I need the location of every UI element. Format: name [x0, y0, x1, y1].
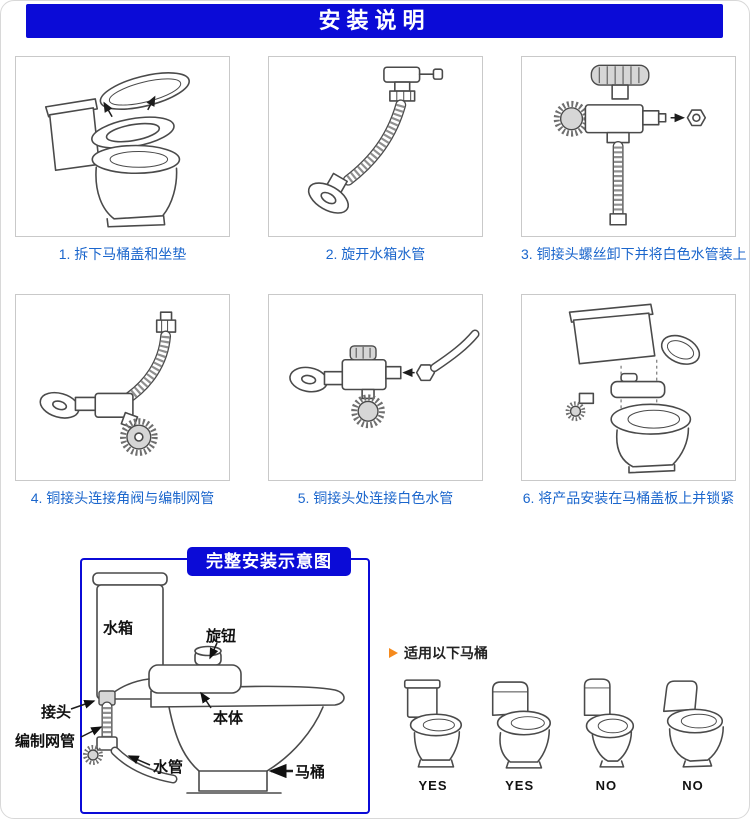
compatibility-header: 适用以下马桶	[389, 643, 488, 663]
diagram-title: 完整安装示意图	[206, 552, 332, 571]
label-connector: 接头	[41, 704, 72, 721]
step-3: 3. 铜接头螺丝卸下并将白色水管装上	[521, 56, 747, 264]
compatibility-section: 适用以下马桶 YES	[383, 637, 743, 815]
step-2-illustration	[268, 56, 483, 237]
tank-hose-valve-drawing	[307, 66, 444, 214]
compat-verdict: NO	[595, 778, 618, 793]
step-4-caption: 4. 铜接头连接角阀与编制网管	[30, 490, 215, 506]
step-5: 5. 铜接头处连接白色水管	[268, 294, 483, 508]
page-title: 安装说明	[318, 8, 431, 33]
step-5-caption: 5. 铜接头处连接白色水管	[297, 490, 454, 506]
toilet-type-1: YES	[391, 673, 475, 793]
step-4-illustration	[15, 294, 230, 481]
step-6: 6. 将产品安装在马桶盖板上并锁紧	[521, 294, 736, 508]
toilet-type-list: YES YES	[383, 673, 743, 793]
label-braided-hose: 编制网管	[15, 733, 76, 750]
compat-verdict: NO	[682, 778, 704, 793]
step-3-illustration	[521, 56, 736, 237]
diagram-title-banner: 完整安装示意图	[187, 547, 351, 576]
page-title-banner: 安装说明	[26, 4, 723, 38]
step-3-caption: 3. 铜接头螺丝卸下并将白色水管装上	[521, 246, 747, 262]
label-knob: 旋钮	[206, 628, 237, 645]
step-5-illustration	[268, 294, 483, 481]
step-2: 2. 旋开水箱水管	[268, 56, 483, 264]
arrow-bullet-icon	[389, 648, 398, 658]
label-water-tank: 水箱	[103, 620, 134, 637]
step-6-caption: 6. 将产品安装在马桶盖板上并锁紧	[522, 490, 735, 506]
compatibility-title: 适用以下马桶	[404, 645, 488, 661]
toilet-icon	[491, 681, 551, 769]
label-water-pipe: 水管	[153, 759, 184, 776]
installation-diagram-drawing	[70, 558, 370, 814]
toilet-type-2: YES	[478, 673, 562, 793]
copper-connector-drawing	[553, 64, 707, 226]
toilet-icon	[584, 678, 635, 768]
valve-white-hose-drawing	[289, 329, 480, 429]
step-1-illustration	[15, 56, 230, 237]
toilet-type-4: NO	[651, 673, 735, 793]
label-toilet: 马桶	[295, 764, 326, 781]
label-main-body: 本体	[213, 710, 244, 727]
compat-verdict: YES	[505, 778, 535, 793]
toilet-open-lid-drawing	[44, 72, 190, 228]
angle-valve-braided-hose-drawing	[39, 311, 177, 456]
toilet-icon	[662, 680, 724, 768]
step-2-caption: 2. 旋开水箱水管	[325, 246, 426, 262]
step-1: 1. 拆下马桶盖和坐垫	[15, 56, 230, 264]
toilet-type-3: NO	[564, 673, 648, 793]
step-1-caption: 1. 拆下马桶盖和坐垫	[58, 246, 187, 262]
step-6-illustration	[521, 294, 736, 481]
complete-installation-diagram: 完整安装示意图 水箱 旋钮 接头 编制网管 本体 水管 马桶	[1, 541, 381, 820]
step-4: 4. 铜接头连接角阀与编制网管	[15, 294, 230, 508]
compat-verdict: YES	[418, 778, 448, 793]
toilet-icon	[403, 679, 463, 768]
bidet-mounting-drawing	[565, 303, 701, 474]
